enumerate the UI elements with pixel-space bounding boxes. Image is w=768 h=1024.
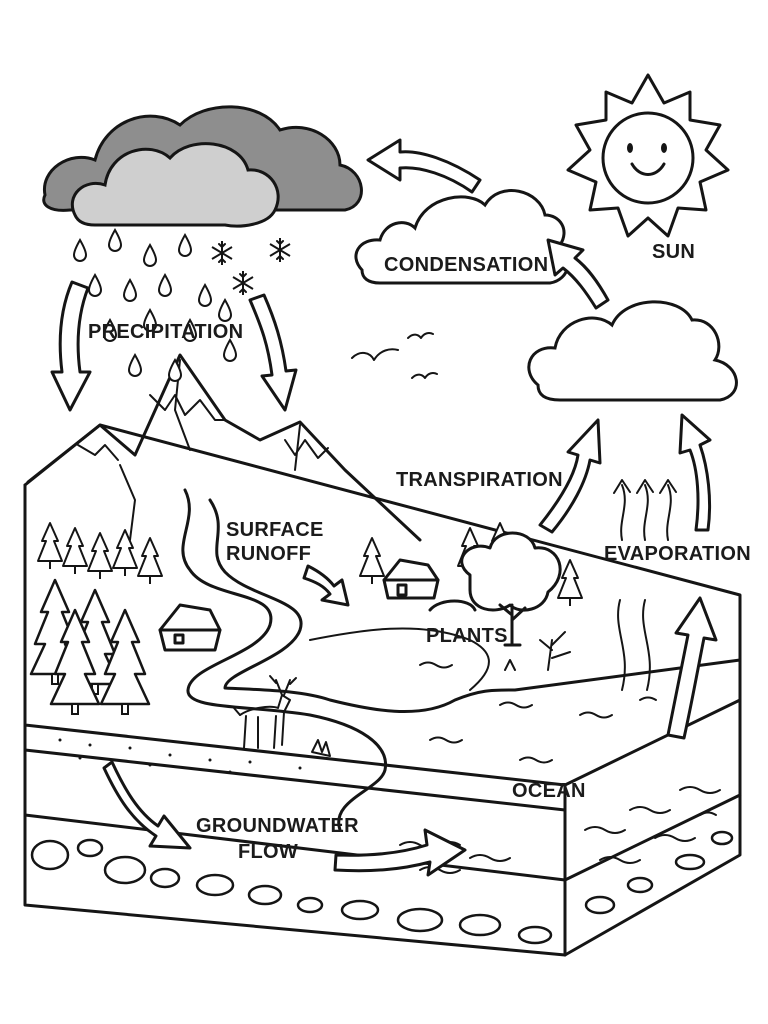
- surface-runoff-arrow: [302, 564, 350, 607]
- house-left: [158, 603, 222, 652]
- mountains: [26, 353, 422, 542]
- label-surface-runoff-1: SURFACE: [226, 519, 324, 541]
- label-precipitation: PRECIPITATION: [88, 321, 243, 343]
- label-evaporation: EVAPORATION: [604, 543, 751, 565]
- label-transpiration: TRANSPIRATION: [396, 469, 563, 491]
- rain-cloud: [42, 105, 363, 228]
- evaporation-arrow-upper: [678, 413, 712, 532]
- label-groundwater-1: GROUNDWATER: [196, 815, 359, 837]
- groundwater-arrow-right: [333, 828, 467, 877]
- birds: [351, 332, 438, 379]
- label-condensation: CONDENSATION: [384, 254, 548, 276]
- ground-block: [23, 423, 742, 957]
- precipitation-arrow-right: [248, 293, 298, 412]
- label-sun: SUN: [652, 241, 695, 263]
- sun-icon: [566, 73, 730, 238]
- groundwater-arrow-left: [102, 760, 192, 850]
- condensation-to-rain-arrow: [366, 138, 482, 194]
- evaporation-arrow-big: [666, 596, 718, 740]
- raindrops: [73, 229, 237, 382]
- river: [181, 488, 742, 832]
- snowflakes: [211, 237, 291, 296]
- upper-right-cloud: [527, 300, 738, 402]
- condensation-cloud: [354, 189, 571, 285]
- plants-group: [428, 531, 571, 671]
- forest-left: [29, 522, 163, 716]
- evaporation-small-arrows: [613, 479, 677, 691]
- transpiration-arrow: [538, 418, 602, 534]
- precipitation-arrow-left: [50, 280, 92, 412]
- deer: [233, 675, 297, 749]
- label-ocean: OCEAN: [512, 780, 586, 802]
- label-surface-runoff-2: RUNOFF: [226, 543, 311, 565]
- grass-tuft: [311, 739, 331, 757]
- label-groundwater-2: FLOW: [238, 841, 298, 863]
- house-right: [382, 558, 440, 600]
- evaporation-to-condensation-arrow: [546, 238, 610, 310]
- label-plants: PLANTS: [426, 625, 508, 647]
